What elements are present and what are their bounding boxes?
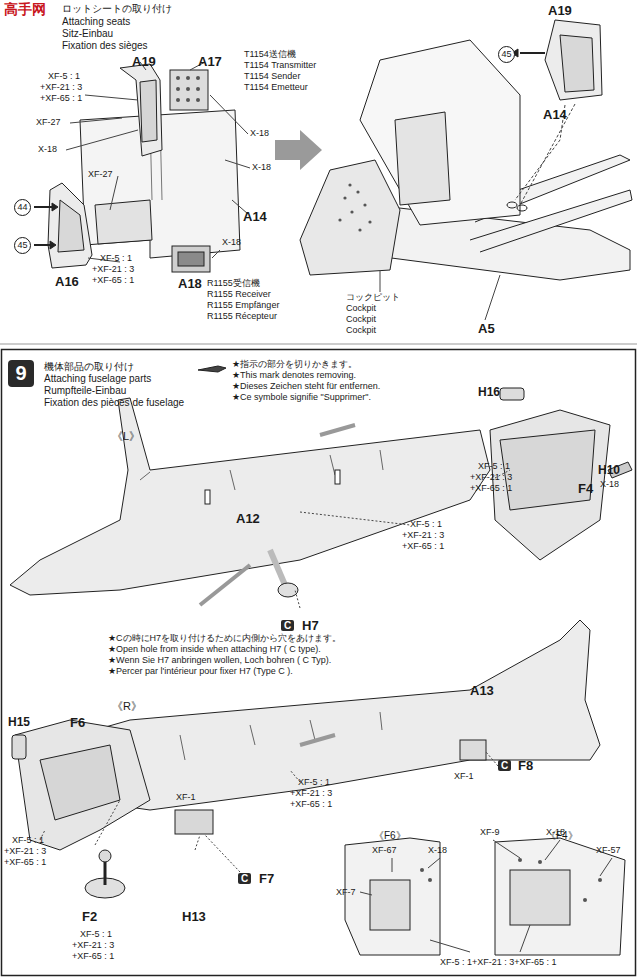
part-number: A14 <box>243 210 267 224</box>
note-text: XF-57 <box>596 846 621 856</box>
part-number: F7 <box>259 872 274 886</box>
note-text: X-18 <box>222 238 241 248</box>
note-text: XF-5 : 1 <box>478 462 510 472</box>
note-text: ★指示の部分を切りかきます。 <box>232 360 357 370</box>
note-text: XF-27 <box>88 170 113 180</box>
note-text: ★Cの時にH7を取り付けるために内側から穴をあけます。 <box>108 634 341 644</box>
type-mark: C <box>281 620 294 631</box>
part-number: H10 <box>598 464 620 477</box>
note-text: T1154 Emetteur <box>244 83 308 93</box>
note-text: XF-5 : 1 <box>12 836 44 846</box>
note-text: XF-9 <box>480 828 500 838</box>
note-text: コックピット <box>346 293 400 303</box>
note-text: +XF-21 : 3 <box>92 265 134 275</box>
part-number: A13 <box>470 684 494 698</box>
part-number: A16 <box>55 275 79 289</box>
note-text: Cockpit <box>346 326 376 336</box>
note-text: XF-5 : 1 <box>298 778 330 788</box>
note-text: +XF-21 : 3 <box>402 531 444 541</box>
watermark: 高手网 <box>4 2 46 17</box>
note-text: X-18 <box>252 163 271 173</box>
note-text: +XF-21 : 3 <box>290 789 332 799</box>
note-text: Attaching seats <box>62 16 130 27</box>
part-number: H13 <box>182 910 206 924</box>
part-number: F4 <box>578 482 593 496</box>
note-text: XF-5 : 1 <box>48 72 80 82</box>
part-number: A19 <box>548 4 572 18</box>
part-number: A12 <box>236 512 260 526</box>
part-number: H7 <box>302 619 319 633</box>
note-text: 《R》 <box>112 700 142 712</box>
part-number: A19 <box>132 55 156 69</box>
note-text: +XF-65 : 1 <box>92 276 134 286</box>
part-number: F8 <box>518 759 533 773</box>
note-text: X-18 <box>428 846 447 856</box>
note-text: ★Wenn Sie H7 anbringen wollen, Loch bohr… <box>108 656 331 666</box>
note-text: X-18 <box>250 129 269 139</box>
step-number: 9 <box>8 360 34 387</box>
note-text: +XF-65 : 1 <box>402 542 444 552</box>
note-text: XF-27 <box>36 118 61 128</box>
note-text: ★Percer par l'intérieur pour fixer H7 (T… <box>108 667 293 677</box>
note-text: ロットシートの取り付け <box>62 3 172 14</box>
note-text: Cockpit <box>346 304 376 314</box>
note-text: +XF-21 : 3 <box>470 473 512 483</box>
note-text: +XF-65 : 1 <box>40 94 82 104</box>
note-text: Attaching fuselage parts <box>44 373 151 384</box>
callout-number: 45 <box>14 237 31 254</box>
note-text: R1155 Empfänger <box>207 301 279 311</box>
part-number: F6 <box>70 716 85 730</box>
note-text: T1154 Sender <box>244 72 300 82</box>
note-text: Cockpit <box>346 315 376 325</box>
note-text: R1155受信機 <box>207 279 260 289</box>
part-number: A14 <box>543 108 567 122</box>
note-text: Fixation des sièges <box>62 40 148 51</box>
note-text: Sitz-Einbau <box>62 28 113 39</box>
note-text: +XF-65 : 1 <box>470 484 512 494</box>
note-text: XF-5 : 1 <box>80 930 112 940</box>
note-text: XF-5 : 1+XF-21 : 3+XF-65 : 1 <box>440 958 557 968</box>
note-text: XF-67 <box>372 846 397 856</box>
note-text: XF-5 : 1 <box>410 520 442 530</box>
note-text: X-18 <box>38 145 57 155</box>
note-text: ★Dieses Zeichen steht für entfernen. <box>232 382 380 392</box>
callout-number: 44 <box>14 199 31 216</box>
note-text: +XF-21 : 3 <box>4 847 46 857</box>
callout-number: 45 <box>498 46 515 63</box>
note-text: XF-1 <box>454 772 474 782</box>
note-text: Rumpfteile-Einbau <box>44 385 126 396</box>
part-number: H16 <box>478 386 500 399</box>
step-number-text: 9 <box>15 362 26 385</box>
note-text: ★Ce symbole signifie "Supprimer". <box>232 393 371 403</box>
note-text: +XF-65 : 1 <box>72 952 114 962</box>
note-text: +XF-21 : 3 <box>72 941 114 951</box>
note-text: X-18 <box>600 480 619 490</box>
note-text: 《F6》 <box>374 830 406 841</box>
note-text: T1154送信機 <box>244 50 296 60</box>
part-number: A17 <box>198 55 222 69</box>
note-text: XF-7 <box>336 888 356 898</box>
note-text: 機体部品の取り付け <box>44 361 134 372</box>
note-text: 《L》 <box>112 430 140 442</box>
note-text: R1155 Récepteur <box>207 312 277 322</box>
part-number: H15 <box>8 716 30 729</box>
note-text: XF-5 : 1 <box>100 254 132 264</box>
type-mark: C <box>498 760 511 771</box>
note-text: X-18 <box>546 828 565 838</box>
part-number: A5 <box>478 322 495 336</box>
type-mark: C <box>238 873 251 884</box>
note-text: ★Open hole from inside when attaching H7… <box>108 645 321 655</box>
part-number: A18 <box>178 277 202 291</box>
note-text: +XF-65 : 1 <box>290 800 332 810</box>
note-text: +XF-21 : 3 <box>40 83 82 93</box>
note-text: T1154 Transmitter <box>244 61 316 71</box>
note-text: ★This mark denotes removing. <box>232 371 356 381</box>
note-text: +XF-65 : 1 <box>4 858 46 868</box>
note-text: Fixation des pièces de fuselage <box>44 397 184 408</box>
part-number: F2 <box>82 910 97 924</box>
note-text: XF-1 <box>176 793 196 803</box>
note-text: R1155 Receiver <box>207 290 271 300</box>
